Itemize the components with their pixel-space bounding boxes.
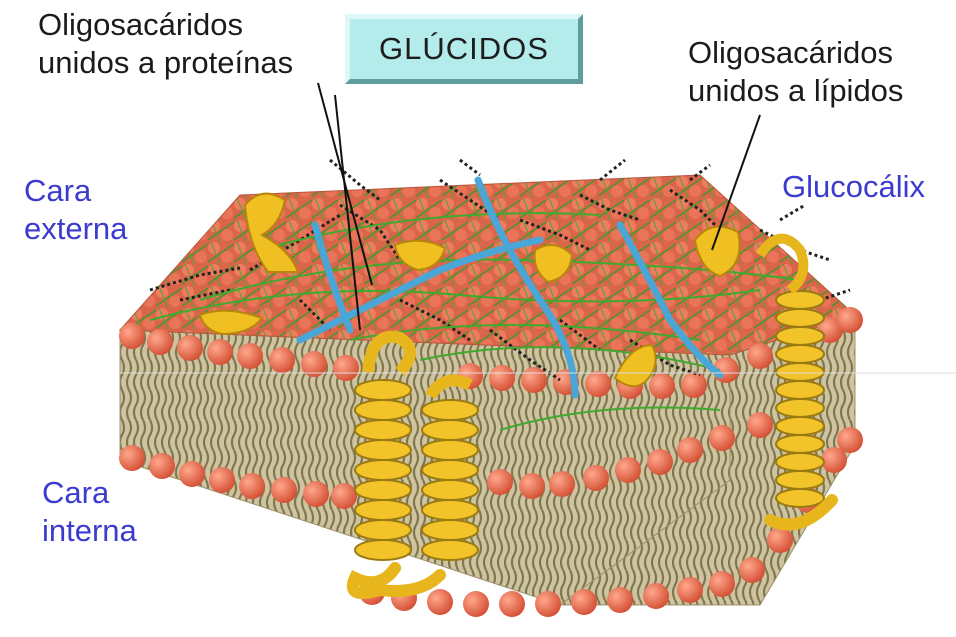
label-glycocalyx: Glucocálix [782, 168, 925, 206]
title-box: GLÚCIDOS [345, 14, 583, 84]
page-title: GLÚCIDOS [379, 31, 549, 67]
label-inner-face: Cara interna [42, 474, 137, 550]
label-oligosaccharides-proteins: Oligosacáridos unidos a proteínas [38, 6, 293, 82]
label-outer-face: Cara externa [24, 172, 127, 248]
label-oligosaccharides-lipids: Oligosacáridos unidos a lípidos [688, 34, 903, 110]
